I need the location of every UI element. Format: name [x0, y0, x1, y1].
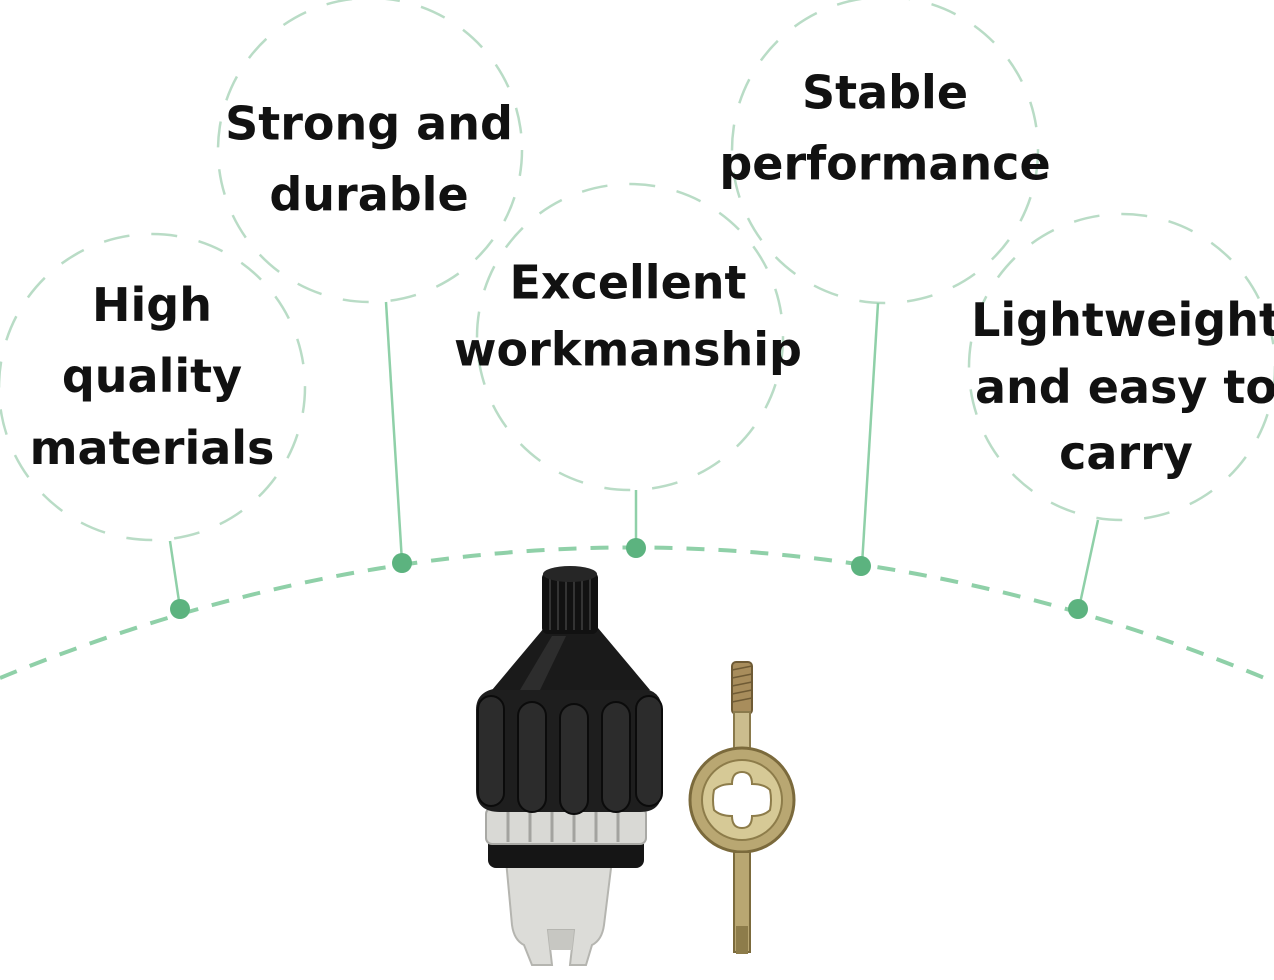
feature-label-2-line-2: durable	[269, 168, 469, 222]
feature-label-5-line-1: Lightweight	[971, 292, 1274, 347]
feature-label-4-line-1: Stable	[801, 65, 969, 120]
sup-pump-adapter-icon	[476, 566, 663, 966]
feature-label-1-line-3: materials	[29, 420, 275, 475]
feature-label-2-line-1: Strong and	[225, 96, 513, 151]
connector-1	[168, 540, 182, 609]
connector-5	[1077, 519, 1100, 609]
connector-dot-2	[392, 553, 412, 573]
feature-label-2: Strong and durable	[225, 89, 513, 232]
connector-dot-4	[851, 556, 871, 576]
connector-4	[860, 302, 880, 566]
connector-dot-5	[1068, 599, 1088, 619]
connector-2	[384, 301, 404, 563]
feature-label-3: Excellent workmanship	[454, 249, 802, 382]
feature-circle-2	[216, 0, 524, 304]
feature-circle-4	[730, 0, 1040, 305]
feature-label-5-line-2: and easy to	[975, 359, 1274, 414]
feature-label-4-line-2: performance	[719, 137, 1051, 191]
connector-dot-1	[170, 599, 190, 619]
feature-label-5-line-3: carry	[1059, 426, 1193, 481]
feature-label-1: High quality materials	[30, 270, 275, 484]
feature-circle-3	[475, 182, 785, 492]
feature-label-1-line-1: High	[92, 278, 212, 333]
valve-wrench-icon	[688, 661, 796, 954]
feature-label-4: Stable performance	[719, 58, 1050, 201]
feature-circle-1	[0, 232, 307, 542]
feature-circle-5	[967, 212, 1274, 522]
connector-dot-3	[626, 538, 646, 558]
feature-label-3-line-2: workmanship	[454, 322, 802, 376]
feature-label-1-line-2: quality	[61, 349, 243, 404]
feature-label-3-line-1: Excellent	[509, 255, 747, 310]
feature-label-5: Lightweight and easy to carry	[971, 287, 1274, 487]
